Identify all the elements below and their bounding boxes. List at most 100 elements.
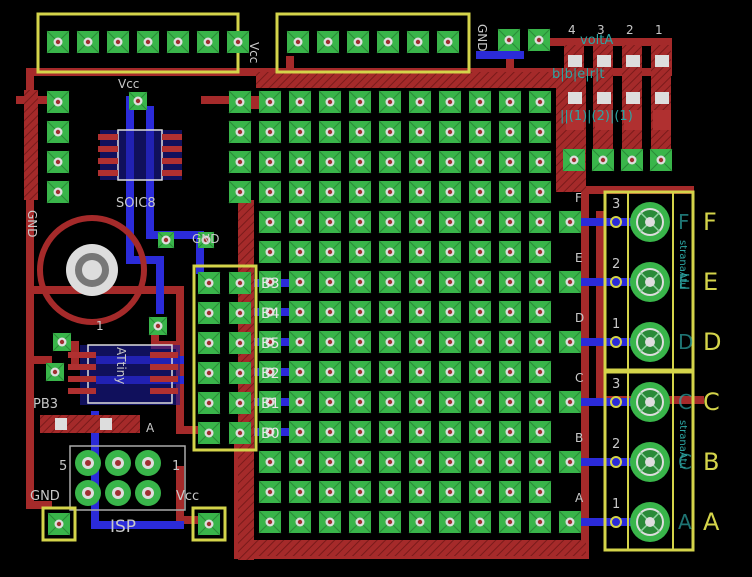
port-pad <box>197 391 221 415</box>
attiny-chip <box>68 344 180 405</box>
grid-pad <box>498 120 522 144</box>
gnd-mid-pad-1 <box>157 231 175 249</box>
terminal-letter-dim: A <box>678 510 692 534</box>
a-small-label: A <box>146 421 155 435</box>
grid-pad <box>378 300 402 324</box>
connector-number: 3 <box>612 197 620 212</box>
grid-pad <box>288 420 312 444</box>
grid-pad <box>378 510 402 534</box>
terminal <box>610 382 670 422</box>
grid-pad <box>438 180 462 204</box>
grid-pad <box>318 480 342 504</box>
grid-pad <box>408 390 432 414</box>
terminal-letter: F <box>703 208 717 236</box>
led-number: 4 <box>568 23 576 37</box>
header-pin <box>226 30 250 54</box>
grid-row-label: C <box>575 371 583 385</box>
grid-pad <box>408 510 432 534</box>
grid-pad <box>348 90 372 114</box>
ic-pad <box>228 150 252 174</box>
isp-pin1-label: 1 <box>172 459 180 474</box>
grid-pad <box>288 150 312 174</box>
grid-pad <box>438 420 462 444</box>
grid-pad <box>318 420 342 444</box>
grid-pad <box>498 450 522 474</box>
grid-pad <box>258 480 282 504</box>
grid-pad <box>258 420 282 444</box>
isp-pin <box>135 450 161 476</box>
grid-pad <box>258 180 282 204</box>
ic-pad <box>228 180 252 204</box>
grid-pad <box>438 120 462 144</box>
grid-row-label: A <box>575 491 584 505</box>
grid-pad <box>348 420 372 444</box>
connector-number: 2 <box>612 437 620 452</box>
ic-pad <box>228 120 252 144</box>
grid-pad <box>408 420 432 444</box>
led-array <box>562 45 673 172</box>
soic8-chip <box>98 129 182 181</box>
led-pad <box>649 148 673 172</box>
header-pin <box>406 30 430 54</box>
terminal <box>610 502 670 542</box>
grid-pad <box>258 450 282 474</box>
grid-pad <box>438 150 462 174</box>
grid-pad <box>498 210 522 234</box>
grid-pad <box>258 300 282 324</box>
grid-pad <box>498 510 522 534</box>
grid-pad <box>348 510 372 534</box>
gnd-pad-outline <box>41 506 77 542</box>
grid-pad <box>318 90 342 114</box>
grid-pad <box>528 210 552 234</box>
grid-pad <box>258 240 282 264</box>
grid-pad <box>258 90 282 114</box>
grid-pad <box>348 300 372 324</box>
connector-bottom-outline <box>603 370 695 552</box>
grid-pad <box>468 150 492 174</box>
terminal-letter-dim: E <box>678 270 691 294</box>
port-pad <box>228 271 252 295</box>
grid-pad <box>528 150 552 174</box>
terminal-letter: E <box>703 268 718 296</box>
connector-number: 1 <box>612 497 620 512</box>
grid-pad <box>468 180 492 204</box>
grid-pad <box>348 120 372 144</box>
terminal-letter-dim: F <box>678 210 690 234</box>
bank-label-bottom: stranaAtu <box>677 420 688 469</box>
header-pin <box>436 30 460 54</box>
connector-number: 3 <box>612 377 620 392</box>
connector-number: 1 <box>612 317 620 332</box>
grid-pad <box>438 240 462 264</box>
grid-pad <box>468 510 492 534</box>
grid-pad <box>288 120 312 144</box>
terminal-letter: A <box>703 508 720 536</box>
port-label: B1 <box>261 396 280 412</box>
grid-pad <box>318 210 342 234</box>
grid-pad <box>468 480 492 504</box>
grid-pad <box>348 480 372 504</box>
isp-label: ISP <box>110 517 136 537</box>
grid-pad <box>318 270 342 294</box>
grid-pad <box>378 390 402 414</box>
grid-pad <box>378 330 402 354</box>
ic-pad <box>228 90 252 114</box>
copper-pour-left <box>24 90 38 200</box>
row-pad <box>558 330 582 354</box>
grid-pad <box>528 180 552 204</box>
pb3-label: PB3 <box>33 397 58 412</box>
port-pad <box>228 421 252 445</box>
grid-pad <box>258 210 282 234</box>
grid-pad <box>528 450 552 474</box>
grid-pad <box>408 480 432 504</box>
grid-pad <box>378 180 402 204</box>
vcc-bottom-label: Vcc <box>176 489 199 504</box>
grid-pad <box>258 360 282 384</box>
grid-row-label: B <box>575 431 583 445</box>
header-pin <box>376 30 400 54</box>
terminal <box>610 262 670 302</box>
buzzer-circle <box>37 215 147 325</box>
header-pin <box>76 30 100 54</box>
grid-pad <box>468 420 492 444</box>
isp-pin <box>105 450 131 476</box>
